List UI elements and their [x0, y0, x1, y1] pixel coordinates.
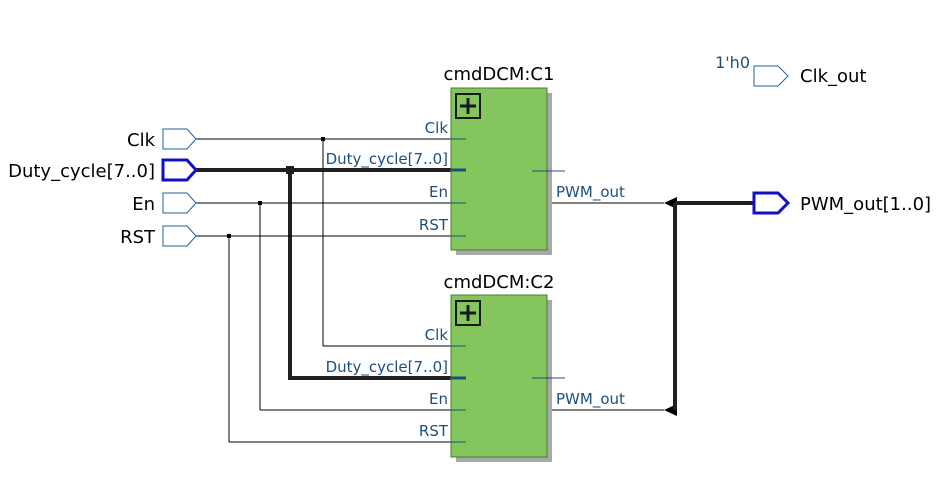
c2-pin-rst-label: RST	[419, 422, 449, 440]
c2-pin-duty-label: Duty_cycle[7..0]	[326, 358, 448, 377]
port-duty-cycle-shape	[161, 158, 199, 182]
en-junction	[258, 201, 262, 205]
c1-pin-rst-label: RST	[419, 216, 449, 234]
c2-pin-clk-label: Clk	[425, 326, 449, 344]
input-port-rst[interactable]: RST	[120, 225, 197, 248]
port-clk-shape	[162, 128, 197, 150]
c1-pin-duty-label: Duty_cycle[7..0]	[326, 150, 448, 169]
instance-c1[interactable]: cmdDCM:C1 Clk Duty_cycle[7..0] En RST PW…	[326, 64, 625, 255]
port-rst-shape	[162, 225, 197, 247]
c1-pin-en-label: En	[429, 183, 448, 201]
instance-c1-title: cmdDCM:C1	[444, 64, 555, 85]
port-en-shape	[162, 192, 197, 214]
output-port-pwm-out[interactable]: PWM_out[1..0]	[752, 191, 931, 215]
c1-pin-pwm-label: PWM_out	[556, 183, 625, 202]
instance-c2[interactable]: cmdDCM:C2 Clk Duty_cycle[7..0] En RST PW…	[326, 272, 625, 462]
port-duty-cycle-label: Duty_cycle[7..0]	[8, 161, 155, 182]
duty-junction	[286, 166, 294, 174]
port-pwm-out-label: PWM_out[1..0]	[800, 194, 931, 215]
input-port-en[interactable]: En	[132, 192, 197, 215]
port-pwm-out-shape	[752, 191, 791, 215]
instance-c2-title: cmdDCM:C2	[444, 272, 555, 293]
output-port-clk-out[interactable]: Clk_out	[753, 65, 866, 87]
plus-icon[interactable]	[455, 93, 481, 119]
input-port-clk[interactable]: Clk	[127, 128, 197, 151]
c1-pin-clk-label: Clk	[425, 119, 449, 137]
port-clk-out-shape	[753, 65, 789, 87]
port-clk-label: Clk	[127, 130, 156, 151]
port-en-label: En	[132, 194, 155, 215]
port-rst-label: RST	[120, 227, 156, 248]
c2-pin-en-label: En	[429, 390, 448, 408]
clk-junction	[321, 137, 325, 141]
rst-junction	[227, 234, 231, 238]
port-clk-out-label: Clk_out	[800, 66, 866, 87]
c2-pin-pwm-label: PWM_out	[556, 390, 625, 409]
plus-icon[interactable]	[455, 300, 481, 326]
constant-value-label: 1'h0	[715, 53, 750, 72]
input-port-duty-cycle[interactable]: Duty_cycle[7..0]	[8, 158, 199, 182]
